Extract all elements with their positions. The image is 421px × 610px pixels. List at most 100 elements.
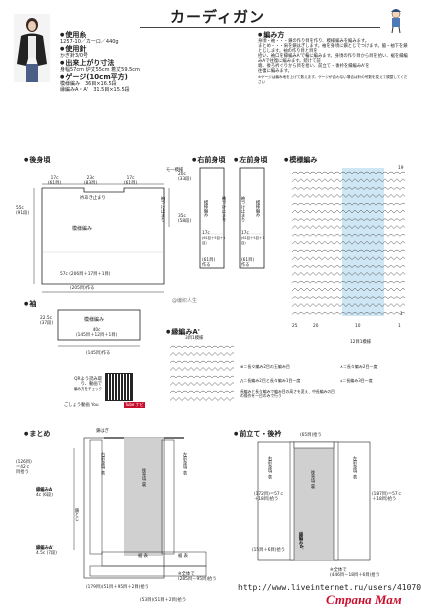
sleeve-schematic <box>57 309 141 347</box>
pattern-chart <box>291 168 405 316</box>
method-line: 端、後ろ衿ぐりから目を拾い、前立て・後衿を縁編みA'を <box>258 64 370 69</box>
footer-logo[interactable]: Страна Мам <box>326 592 402 607</box>
left-front-base: 17c (61目＋5目＋1目) <box>241 231 267 246</box>
stitch-row <box>169 382 234 386</box>
bobble-symbol-icon: ⊕ <box>240 364 244 369</box>
dim-label: 20c <box>178 172 186 177</box>
back-base-dim: 57c (206目＋17目＋1目) <box>60 272 110 277</box>
sleeve-side-dim: 22.5c (37段) <box>40 316 53 326</box>
assembly-total: ※全体で (285目－95目)拾う <box>178 572 217 582</box>
stitch-row <box>291 178 405 183</box>
right-front-sleeve-stop: 袖つけ止まり <box>221 196 226 222</box>
assembly-bottom-2: (53目)(51目＋2目)拾う <box>140 598 187 603</box>
panel-label: 後身頃 <box>310 470 315 483</box>
method-heading: 編み方 <box>258 31 408 39</box>
panel-side: 表 <box>267 474 272 479</box>
panel-side: 表 <box>100 470 105 475</box>
chart-repeat-label: 12目1模様 <box>350 340 372 345</box>
pick-value: ＋18目)拾う <box>372 497 397 502</box>
stitch-row <box>291 296 405 300</box>
edge-label: 縁編みA' <box>36 546 54 551</box>
dim-label: 17c <box>50 176 59 181</box>
panel-side: 表 <box>182 470 187 475</box>
video-badge[interactable]: Tube ナビ <box>124 402 145 408</box>
gauge-row: 縁編みA・A' 31.5目×15.5段 <box>60 87 130 93</box>
edge-label: 縁編みA <box>36 488 53 493</box>
qr-text: り、動画で <box>80 382 102 387</box>
stitch-row <box>291 218 405 222</box>
legend-text: ＝長編み2目と長々編み1目一度 <box>243 378 301 383</box>
right-front-top-label: モ一模様 <box>166 168 184 173</box>
method-line: まとめ・・・肩を鎖はぎします。袖を身頃に鎖とじでつけます。脇・袖下を鎖とじします… <box>258 44 408 54</box>
back-pattern-label: 模様編み <box>72 226 93 232</box>
right-front-schematic <box>199 167 225 269</box>
sleeve-chain: (145目)作る <box>86 351 111 356</box>
panel-side: 裏 <box>141 482 146 487</box>
dim-sub: (6段) <box>42 493 53 498</box>
chart-col-end: 1 <box>398 324 401 329</box>
total-value: (446目－18目＋6目)拾う <box>330 573 380 578</box>
method-block: 編み方 身頃・袖・・・鎖の作り目を作り、模様編みを編みます。 まとめ・・・肩を鎖… <box>258 31 408 84</box>
needle-value: かぎ針3/0号 <box>60 53 89 59</box>
qr-code-icon[interactable] <box>105 373 133 401</box>
dim-sub: (58段) <box>178 219 192 224</box>
sleeve-pattern: 模様編み <box>84 317 105 323</box>
front-band-collar: (65目)拾う <box>300 433 322 438</box>
right-front-heading: 右前身頃 <box>192 156 225 164</box>
stitch-row <box>291 303 405 307</box>
dim-label: 4c <box>36 493 42 498</box>
stitch-row <box>291 240 405 245</box>
dim-sub: (61目＋5目＋1目) <box>202 236 226 245</box>
panel-side: 裏 <box>310 484 315 489</box>
panel-label: 右前身頃 <box>267 456 272 474</box>
front-band-diagram <box>257 441 371 561</box>
chart-col-left: 25 <box>292 324 298 329</box>
back-neck-label: 衿あき止まり <box>80 196 106 201</box>
method-line: 往復に編みます。 <box>258 69 292 74</box>
size-value: 身幅57cm 炉丈55cm 着丈59.5cm <box>60 67 140 73</box>
assembly-sew: 鎖とじ <box>74 508 79 521</box>
right-front-chain: (61目) 作る <box>202 258 215 268</box>
stitch-row <box>291 225 405 229</box>
method-line: 身頃・袖・・・鎖の作り目を作り、模様編みを編みます。 <box>258 39 370 44</box>
assembly-hem-right: 裾 表 <box>178 554 188 559</box>
total-label: ※全体で <box>330 568 347 573</box>
assembly-hem-left: 裾 表 <box>138 554 148 559</box>
page-title: カーディガン <box>170 8 265 26</box>
assembly-bottom-1: (179目)(51目＋95目＋2目)拾う <box>86 585 149 590</box>
stitch-row <box>291 265 405 268</box>
front-band-edge: 縁編みA' <box>298 532 303 550</box>
qr-text: QRよう読み取 <box>74 377 102 382</box>
dim-label: 57c <box>60 272 68 277</box>
left-front-heading: 左前身頃 <box>234 156 267 164</box>
mascot-icon <box>385 8 407 34</box>
watermark: @编织人生 <box>172 298 198 304</box>
assembly-left-body: 左前身頃 表 <box>182 452 187 475</box>
edging-chart <box>169 345 234 401</box>
chart-col-mid: 20 <box>313 324 319 329</box>
pick-label: (187目)＝57ｃ <box>372 492 402 497</box>
legend-text: ＝長編み3目一度 <box>342 378 373 383</box>
dim-label: 22.5c <box>40 316 52 321</box>
stitch-row <box>291 187 405 190</box>
dim-label: 17c <box>126 176 135 181</box>
footer-url[interactable]: http://www.liveinternet.ru/users/4107042… <box>238 583 421 592</box>
materials-block: 使用糸 1257-10／カーロ／440g 使用針 かぎ針3/0号 出来上がり寸法… <box>60 31 175 93</box>
legend-row: ∧＝長々編み2目一度 <box>340 364 377 370</box>
decrease-symbol-icon: ∧ <box>340 364 343 369</box>
title-rule <box>140 27 380 28</box>
dim-label: 17c <box>202 231 210 236</box>
legend-text: ＝長々編み2目の玉編み目 <box>243 364 290 369</box>
mixed-decrease-icon: ⋀ <box>240 378 244 383</box>
back-chain-label: (205目)作る <box>70 286 95 291</box>
yarn-value: 1257-10／カーロ／440g <box>60 39 119 45</box>
stitch-row <box>169 360 234 364</box>
dim-sub: (61目) <box>124 181 138 186</box>
back-heading: 後身頃 <box>24 156 50 164</box>
legend-row: ⋀＝長編み2目と長々編み1目一度 <box>240 378 335 384</box>
stitch-row <box>169 352 234 356</box>
back-side-dim: 55c (91段) <box>16 206 29 216</box>
edging-heading: 縁編みA' <box>166 328 200 336</box>
needle-heading: 使用針 <box>60 45 175 53</box>
model-photo <box>14 14 50 82</box>
